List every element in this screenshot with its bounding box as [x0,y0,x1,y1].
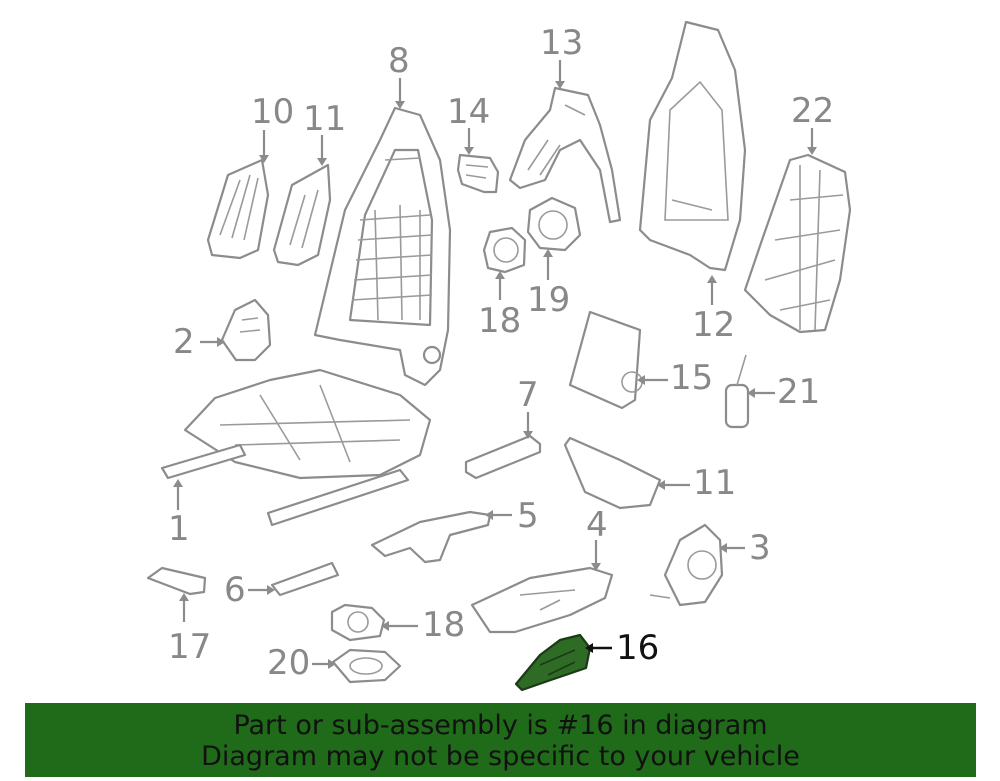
banner-line-1: Part or sub-assembly is #16 in diagram [233,710,768,741]
part-14-connector [456,153,500,194]
callout-17: 17 [168,627,212,667]
part-7-rail [464,434,542,480]
part-19-speaker-ring [526,196,582,252]
callout-1: 1 [168,509,190,549]
part-18-speaker-upper [482,226,527,274]
part-6-rail [270,561,340,597]
callout-16: 16 [616,628,660,668]
callout-20: 20 [267,643,311,683]
part-21-cushion-pad [743,153,852,334]
callout-18-upper: 18 [478,301,522,341]
callout-2: 2 [173,322,195,362]
part-3-cover [649,523,724,607]
callout-7: 7 [517,375,539,415]
callout-15: 15 [670,358,714,398]
callout-13: 13 [540,23,584,63]
callout-6: 6 [224,570,246,610]
callout-22: 21 [777,372,821,412]
callout-21: 22 [791,91,835,131]
leader-arrows [173,60,817,669]
part-11-trim [563,436,662,510]
callout-4: 4 [586,505,608,545]
callout-5: 5 [517,496,539,536]
banner-line-2: Diagram may not be specific to your vehi… [201,741,800,772]
part-4-side-shield [470,566,614,634]
callout-9: 10 [251,92,295,132]
info-banner: Part or sub-assembly is #16 in diagram D… [25,703,976,777]
callout-3: 3 [749,528,771,568]
part-9-side-trim [206,158,270,260]
callout-10: 11 [303,99,347,139]
part-18-speaker-lower [330,603,386,642]
part-8-backrest-frame [313,106,452,387]
part-5-bracket [370,510,492,564]
callout-12: 12 [692,305,736,345]
part-22-cylinder [724,354,750,429]
part-12-backrest-cover [638,20,747,272]
part-20-ring [331,648,402,684]
part-2-knob [220,298,272,362]
callout-11: 11 [693,463,737,503]
part-13-bracket [508,86,622,224]
callout-8: 8 [388,41,410,81]
part-17-block [146,566,207,596]
callout-18-lower: 18 [422,605,466,645]
callout-19: 19 [527,280,571,320]
part-1-seat-frame [160,368,432,527]
part-15-panel [568,310,643,410]
callout-14: 14 [447,92,491,132]
part-10-side-trim [272,163,332,267]
part-16-switch-highlighted [514,633,592,692]
